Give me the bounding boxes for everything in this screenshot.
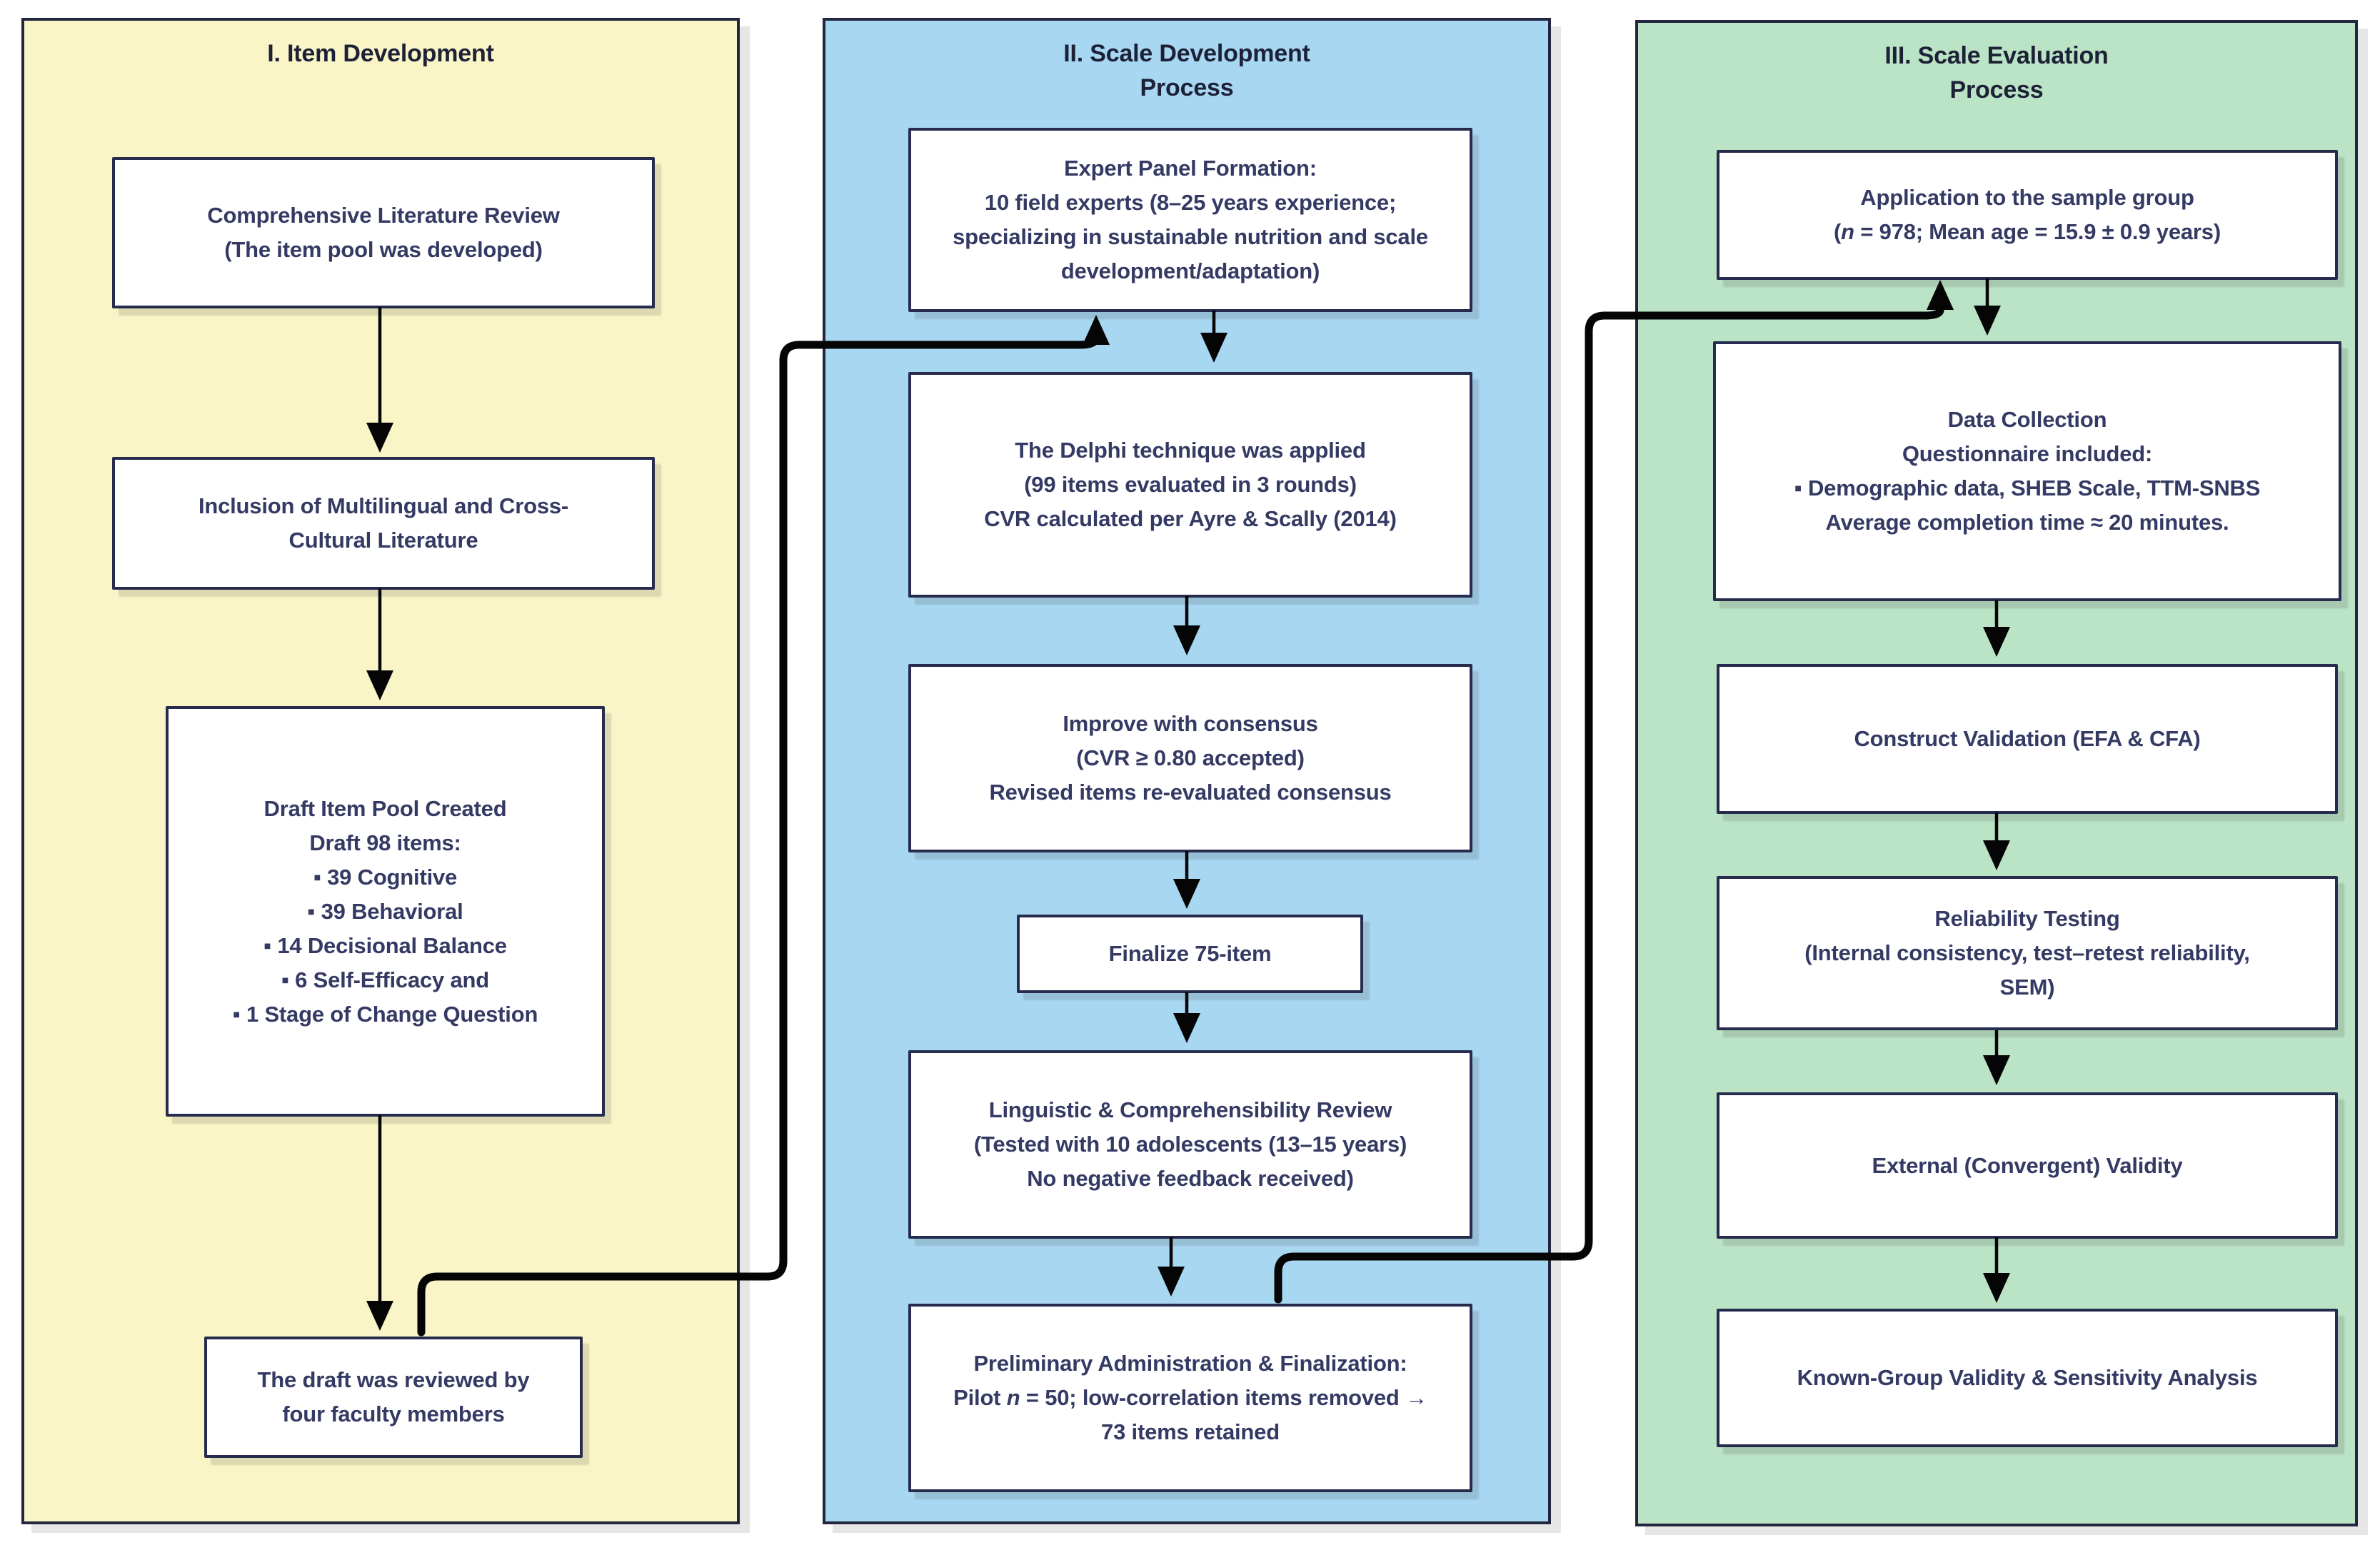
text-line: Improve with consensus — [1063, 711, 1318, 736]
box-linguistic-review: Linguistic & Comprehensibility Review (Te… — [908, 1050, 1472, 1239]
box-faculty-review: The draft was reviewed by four faculty me… — [204, 1337, 583, 1458]
text-line: 10 field experts (8–25 years experience; — [984, 190, 1397, 215]
text-line: No negative feedback received) — [1027, 1166, 1354, 1191]
text-line: (n = 978; Mean age = 15.9 ± 0.9 years) — [1834, 219, 2221, 244]
text-line: The Delphi technique was applied — [1015, 438, 1366, 463]
panel-item-development: I. Item Development Comprehensive Litera… — [21, 18, 740, 1524]
text-line: Process — [1949, 76, 2044, 104]
text-line: ▪ 1 Stage of Change Question — [232, 1001, 538, 1027]
box-delphi-technique: The Delphi technique was applied (99 item… — [908, 372, 1472, 598]
text-line: (Internal consistency, test–retest relia… — [1804, 940, 2250, 965]
text-line: Draft 98 items: — [309, 830, 461, 855]
text-line: Process — [1140, 74, 1234, 101]
text-line: (The item pool was developed) — [224, 237, 543, 262]
panel-title-item-development: I. Item Development — [24, 36, 737, 71]
text-line: Known-Group Validity & Sensitivity Analy… — [1797, 1365, 2258, 1390]
box-literature-review: Comprehensive Literature Review (The item… — [112, 157, 655, 308]
text-line: I. Item Development — [267, 40, 494, 67]
text-line: Data Collection — [1947, 407, 2107, 432]
text-line: ▪ 39 Cognitive — [313, 864, 458, 890]
text-line: External (Convergent) Validity — [1872, 1152, 2183, 1178]
text-line: Application to the sample group — [1860, 185, 2194, 210]
text-line: four faculty members — [282, 1401, 505, 1426]
text-line: specializing in sustainable nutrition an… — [953, 224, 1428, 249]
text-line: ▪ 14 Decisional Balance — [263, 932, 507, 958]
text-line: Linguistic & Comprehensibility Review — [988, 1097, 1392, 1122]
text-line: Comprehensive Literature Review — [207, 203, 560, 228]
box-known-group-validity: Known-Group Validity & Sensitivity Analy… — [1717, 1309, 2338, 1447]
text-line: (Tested with 10 adolescents (13–15 years… — [973, 1132, 1407, 1157]
box-finalize-75-item: Finalize 75-item — [1017, 915, 1363, 993]
text-line: Inclusion of Multilingual and Cross- — [198, 493, 569, 518]
text-line: Reliability Testing — [1934, 906, 2120, 931]
text-line: The draft was reviewed by — [257, 1367, 530, 1392]
text-line: 73 items retained — [1101, 1419, 1280, 1444]
text-line: Draft Item Pool Created — [263, 795, 507, 821]
box-preliminary-administration: Preliminary Administration & Finalizatio… — [908, 1304, 1472, 1492]
text-line: Expert Panel Formation: — [1064, 156, 1317, 181]
text-line: development/adaptation) — [1060, 258, 1320, 283]
box-external-validity: External (Convergent) Validity — [1717, 1092, 2338, 1239]
text-line: (99 items evaluated in 3 rounds) — [1024, 472, 1357, 497]
text-line: Pilot n = 50; low-correlation items remo… — [953, 1385, 1427, 1410]
text-line: III. Scale Evaluation — [1884, 42, 2109, 69]
text-line: Finalize 75-item — [1108, 941, 1272, 966]
box-sample-application: Application to the sample group (n = 978;… — [1717, 150, 2338, 280]
text-line: II. Scale Development — [1063, 40, 1310, 67]
text-line: Preliminary Administration & Finalizatio… — [973, 1351, 1407, 1376]
text-line: ▪ Demographic data, SHEB Scale, TTM-SNBS — [1794, 475, 2261, 500]
text-line: Cultural Literature — [288, 528, 478, 553]
text-line: Average completion time ≈ 20 minutes. — [1825, 510, 2229, 535]
text-line: SEM) — [1999, 975, 2055, 1000]
text-line: Questionnaire included: — [1902, 441, 2153, 466]
text-line: Revised items re-evaluated consensus — [989, 780, 1392, 805]
text-line: ▪ 6 Self-Efficacy and — [281, 967, 490, 992]
text-line: Construct Validation (EFA & CFA) — [1854, 726, 2201, 751]
box-consensus-improvement: Improve with consensus (CVR ≥ 0.80 accept… — [908, 664, 1472, 852]
box-reliability-testing: Reliability Testing (Internal consistency… — [1717, 876, 2338, 1030]
box-construct-validation: Construct Validation (EFA & CFA) — [1717, 664, 2338, 814]
box-multilingual-literature: Inclusion of Multilingual and Cross- Cult… — [112, 457, 655, 590]
text-line: (CVR ≥ 0.80 accepted) — [1076, 745, 1305, 770]
text-line: CVR calculated per Ayre & Scally (2014) — [984, 506, 1397, 531]
box-expert-panel: Expert Panel Formation: 10 field experts … — [908, 128, 1472, 312]
text-line: ▪ 39 Behavioral — [307, 898, 463, 924]
